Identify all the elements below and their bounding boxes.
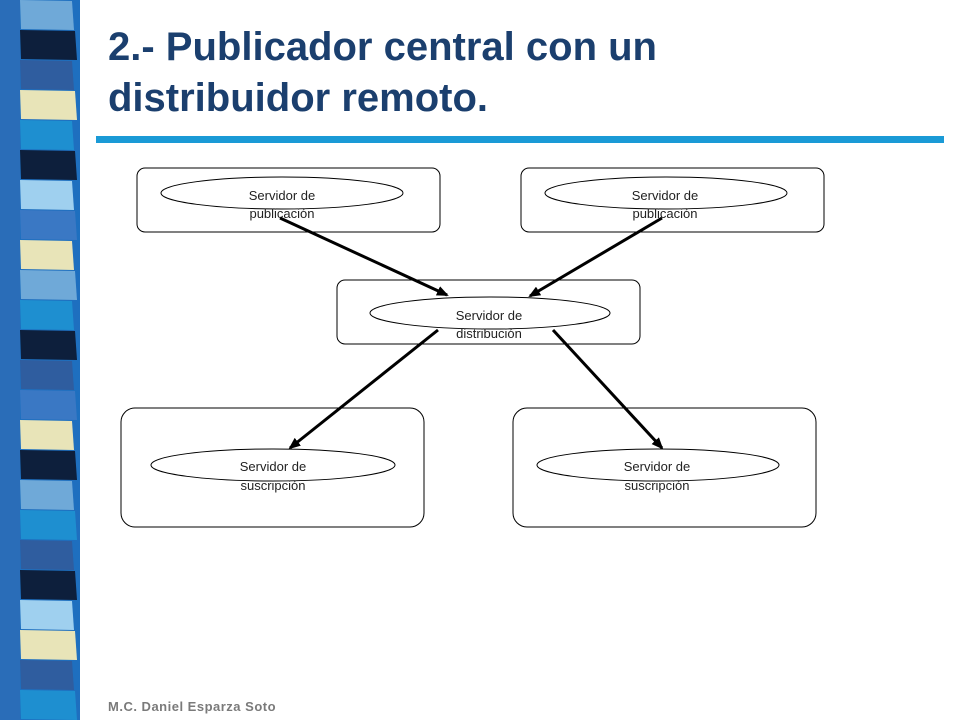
arrow-distributor-to-subscriber-left: [288, 328, 439, 450]
sidebar-block: [20, 420, 74, 450]
sidebar-block: [20, 180, 74, 210]
sidebar-block: [20, 90, 77, 120]
sidebar-block: [20, 330, 77, 360]
publisher-node-left: Servidor de publicación: [136, 167, 441, 233]
sidebar-block: [20, 0, 74, 30]
sidebar-block: [20, 30, 77, 60]
publisher-left-label-2: publicación: [249, 206, 314, 221]
sidebar-block: [20, 510, 77, 540]
arrow-publisher-right-to-distributor: [528, 216, 663, 298]
subscriber-node-left: Servidor de suscripción: [120, 407, 425, 528]
publisher-left-label-1: Servidor de: [249, 188, 315, 203]
slide-title-line-1: 2.- Publicador central con un: [108, 25, 657, 69]
sidebar-block: [20, 600, 74, 630]
slide-title: 2.- Publicador central con un distribuid…: [108, 22, 928, 124]
subscriber-left-label-1: Servidor de: [240, 459, 306, 474]
subscriber-right-label-1: Servidor de: [624, 459, 690, 474]
sidebar-block: [20, 210, 77, 240]
sidebar-block: [20, 270, 77, 300]
subscriber-right-label-2: suscripción: [624, 478, 689, 493]
sidebar-block: [20, 480, 74, 510]
distributor-label-2: distribución: [456, 326, 522, 341]
sidebar-block: [20, 390, 77, 420]
subscriber-left-label-2: suscripción: [240, 478, 305, 493]
sidebar-block: [20, 150, 77, 180]
sidebar-edge: [0, 0, 20, 720]
arrow-publisher-left-to-distributor: [279, 216, 449, 297]
sidebar-block: [20, 240, 74, 270]
publisher-right-label-2: publicación: [632, 206, 697, 221]
title-divider: [96, 136, 944, 143]
sidebar-block: [20, 660, 74, 690]
distributor-label-1: Servidor de: [456, 308, 522, 323]
subscriber-node-right: Servidor de suscripción: [512, 407, 817, 528]
sidebar-block: [20, 450, 77, 480]
sidebar-block: [20, 120, 74, 150]
distributor-node: Servidor de distribución: [336, 279, 641, 345]
sidebar-block: [20, 300, 74, 330]
sidebar-block: [20, 540, 74, 570]
slide-footer-author: M.C. Daniel Esparza Soto: [108, 699, 277, 714]
publisher-right-label-1: Servidor de: [632, 188, 698, 203]
slide-title-line-2: distribuidor remoto.: [108, 76, 488, 120]
sidebar-block: [20, 630, 77, 660]
decorative-sidebar: [0, 0, 80, 720]
publisher-node-right: Servidor de publicación: [520, 167, 825, 233]
sidebar-block: [20, 60, 74, 90]
sidebar-block: [20, 570, 77, 600]
sidebar-block: [20, 360, 74, 390]
arrow-distributor-to-subscriber-right: [551, 328, 664, 450]
sidebar-block: [20, 690, 77, 720]
